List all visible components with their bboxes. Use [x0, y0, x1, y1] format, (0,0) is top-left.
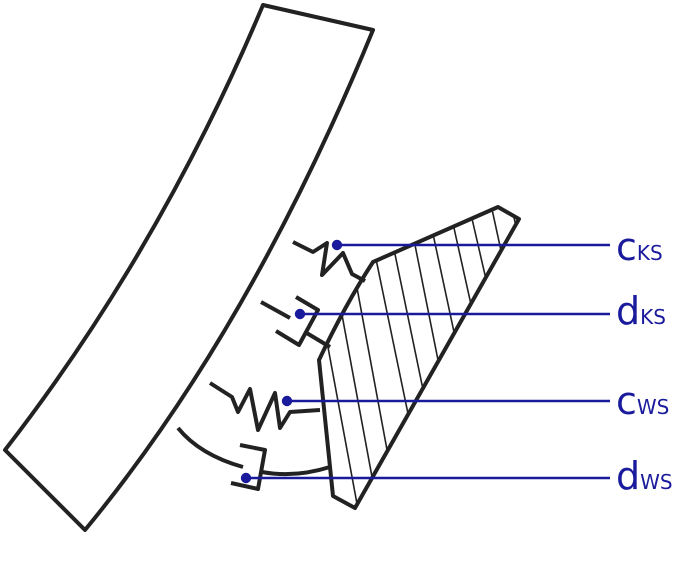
label-sub: KS — [640, 305, 666, 329]
label-main: c — [616, 379, 637, 423]
curved-beam — [3, 3, 375, 532]
label-cws: cWS — [616, 382, 669, 420]
label-dws: dWS — [616, 457, 673, 495]
label-dks: dKS — [616, 292, 666, 330]
label-main: c — [616, 225, 637, 269]
label-main: d — [616, 454, 641, 498]
damper-dws — [176, 426, 331, 491]
label-main: d — [616, 289, 641, 333]
spring-cws — [208, 381, 321, 432]
spring-cks — [292, 240, 366, 283]
label-sub: WS — [640, 470, 673, 494]
label-sub: WS — [636, 395, 670, 419]
label-cks: cKS — [616, 228, 663, 266]
hatching — [319, 207, 519, 508]
damper-dks — [260, 295, 332, 349]
label-sub: KS — [636, 241, 663, 265]
